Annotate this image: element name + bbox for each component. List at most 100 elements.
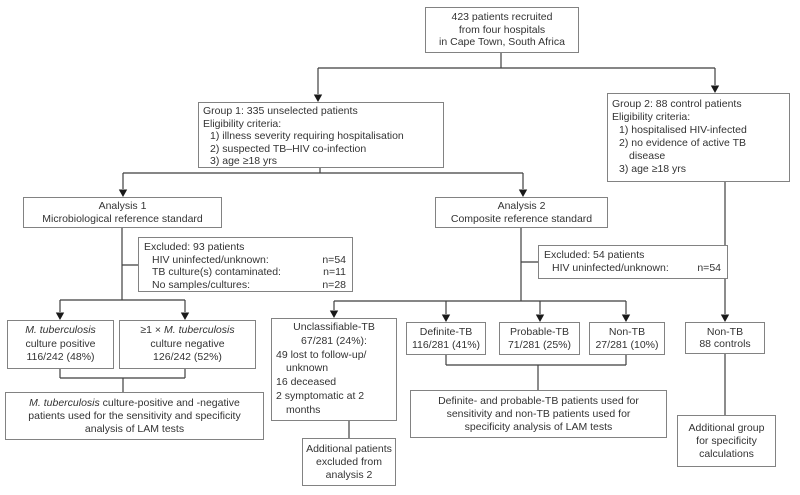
text-line: months bbox=[286, 403, 321, 416]
species-name: M. tuberculosis bbox=[25, 324, 96, 337]
text-line: Group 2: 88 control patients bbox=[612, 98, 742, 110]
text-line: sensitivity and non-TB patients used for bbox=[446, 407, 631, 420]
excluded-count: n=11 bbox=[323, 266, 346, 278]
text-line: Non-TB bbox=[706, 325, 744, 338]
box-group1: Group 1: 335 unselected patients Eligibi… bbox=[198, 102, 444, 168]
arrow-into-definite bbox=[441, 314, 451, 322]
box-analysis2: Analysis 2 Composite reference standard bbox=[435, 197, 608, 228]
text-line: Additional patients bbox=[306, 442, 392, 455]
text-line: 2 symptomatic at 2 bbox=[276, 389, 365, 402]
text-line: 2) suspected TB–HIV co-infection bbox=[210, 142, 367, 155]
box-summary-microbiological: M. tuberculosis culture-positive and -ne… bbox=[5, 392, 264, 440]
arrow-into-culture-negative bbox=[180, 312, 190, 320]
text-line: ≥1 × M. tuberculosis bbox=[120, 324, 255, 338]
connector-group1-split bbox=[122, 168, 524, 189]
text-line: Definite-TB bbox=[419, 326, 473, 338]
text-rest: culture-positive and -negative bbox=[99, 396, 240, 409]
text-prefix: ≥1 × bbox=[140, 324, 164, 337]
excluded-row: HIV uninfected/unknown: n=54 bbox=[144, 254, 346, 267]
text-line: calculations bbox=[699, 447, 754, 460]
excluded-label: TB culture(s) contaminated: bbox=[152, 266, 281, 278]
box-unclassifiable-tb: Unclassifiable-TB 67/281 (24%): 49 lost … bbox=[271, 318, 397, 421]
box-summary-composite: Definite- and probable-TB patients used … bbox=[410, 390, 667, 438]
text-line: analysis of LAM tests bbox=[84, 422, 185, 435]
text-line: 2) no evidence of active TB bbox=[619, 137, 747, 149]
box-non-tb: Non-TB 27/281 (10%) bbox=[589, 322, 665, 355]
text-line: M. tuberculosis bbox=[8, 324, 113, 338]
excluded-label: HIV uninfected/unknown: bbox=[152, 253, 269, 266]
arrow-into-analysis2 bbox=[518, 189, 528, 197]
connector-top-split bbox=[317, 53, 716, 94]
excluded-row: No samples/cultures: n=28 bbox=[144, 279, 346, 292]
text-line: Non-TB bbox=[608, 326, 646, 338]
arrow-into-controls bbox=[720, 314, 730, 322]
box-culture-negative: ≥1 × M. tuberculosis culture negative 12… bbox=[119, 320, 256, 369]
text-line: for specificity bbox=[696, 434, 757, 447]
arrow-into-group2 bbox=[710, 85, 720, 93]
box-additional-excluded: Additional patients excluded from analys… bbox=[302, 438, 396, 486]
text-line: 3) age ≥18 yrs bbox=[619, 163, 687, 175]
text-line: Excluded: 93 patients bbox=[144, 241, 245, 253]
text-line: unknown bbox=[286, 362, 329, 375]
text-line: Excluded: 54 patients bbox=[544, 249, 645, 261]
text-line: Eligibility criteria: bbox=[203, 117, 282, 130]
text-line: Eligibility criteria: bbox=[612, 111, 691, 123]
text-line: Definite- and probable-TB patients used … bbox=[438, 394, 639, 407]
box-excluded-54: Excluded: 54 patients HIV uninfected/unk… bbox=[538, 245, 728, 279]
text-line: 116/281 (41%) bbox=[411, 338, 481, 351]
text-line: 423 patients recruited bbox=[451, 11, 553, 24]
text-line: 1) hospitalised HIV-infected bbox=[619, 124, 747, 136]
connector-bracket-micro bbox=[59, 369, 186, 392]
arrow-into-culture-positive bbox=[55, 312, 65, 320]
text-line: disease bbox=[629, 150, 666, 162]
excluded-count: n=28 bbox=[322, 278, 346, 291]
box-culture-positive: M. tuberculosis culture positive 116/242… bbox=[7, 320, 114, 369]
text-line: 116/242 (48%) bbox=[26, 351, 95, 364]
text-line: Probable-TB bbox=[510, 326, 569, 338]
text-line: 27/281 (10%) bbox=[595, 338, 659, 351]
text-line: patients used for the sensitivity and sp… bbox=[28, 409, 241, 422]
excluded-label: No samples/cultures: bbox=[152, 278, 251, 291]
species-name: M. tuberculosis bbox=[163, 324, 235, 337]
excluded-count: n=54 bbox=[322, 253, 346, 266]
excluded-label: HIV uninfected/unknown: bbox=[552, 261, 669, 274]
box-excluded-93: Excluded: 93 patients HIV uninfected/unk… bbox=[138, 237, 353, 292]
text-line: 3) age ≥18 yrs bbox=[210, 155, 278, 167]
box-group2: Group 2: 88 control patients Eligibility… bbox=[607, 93, 790, 182]
text-line: from four hospitals bbox=[458, 23, 546, 36]
text-line: in Cape Town, South Africa bbox=[439, 36, 565, 49]
text-line: Analysis 2 bbox=[497, 200, 546, 212]
excluded-count: n=54 bbox=[697, 261, 721, 274]
text-line: Composite reference standard bbox=[450, 212, 593, 225]
text-line: culture negative bbox=[150, 337, 225, 350]
text-line: Microbiological reference standard bbox=[42, 212, 203, 225]
box-non-tb-controls: Non-TB 88 controls bbox=[685, 322, 765, 354]
arrow-into-analysis1 bbox=[118, 189, 128, 197]
arrow-into-group1 bbox=[313, 94, 323, 102]
arrow-into-nontb bbox=[621, 314, 631, 322]
text-line: 126/242 (52%) bbox=[153, 351, 222, 364]
text-line: 49 lost to follow-up/ bbox=[276, 348, 367, 361]
text-line: Unclassifiable-TB bbox=[293, 321, 375, 333]
text-line: M. tuberculosis culture-positive and -ne… bbox=[6, 397, 263, 410]
box-definite-tb: Definite-TB 116/281 (41%) bbox=[406, 322, 486, 355]
text-line: Analysis 1 bbox=[98, 200, 147, 212]
text-line: Group 1: 335 unselected patients bbox=[203, 105, 358, 117]
excluded-row: HIV uninfected/unknown: n=54 bbox=[544, 262, 721, 275]
box-recruited: 423 patients recruited from four hospita… bbox=[425, 7, 579, 53]
arrow-into-unclassifiable bbox=[329, 310, 339, 318]
arrow-into-probable bbox=[535, 314, 545, 322]
text-line: specificity analysis of LAM tests bbox=[464, 420, 613, 433]
text-line: 67/281 (24%): bbox=[301, 334, 367, 347]
text-line: 1) illness severity requiring hospitalis… bbox=[210, 130, 404, 142]
box-analysis1: Analysis 1 Microbiological reference sta… bbox=[23, 197, 222, 228]
text-line: excluded from bbox=[316, 455, 382, 468]
text-line: Additional group bbox=[688, 421, 765, 434]
text-line: 88 controls bbox=[699, 338, 751, 350]
excluded-row: TB culture(s) contaminated: n=11 bbox=[144, 266, 346, 279]
text-line: 16 deceased bbox=[276, 376, 337, 389]
text-line: analysis 2 bbox=[325, 468, 373, 481]
box-additional-group: Additional group for specificity calcula… bbox=[677, 415, 776, 467]
text-line: 71/281 (25%) bbox=[507, 338, 572, 351]
